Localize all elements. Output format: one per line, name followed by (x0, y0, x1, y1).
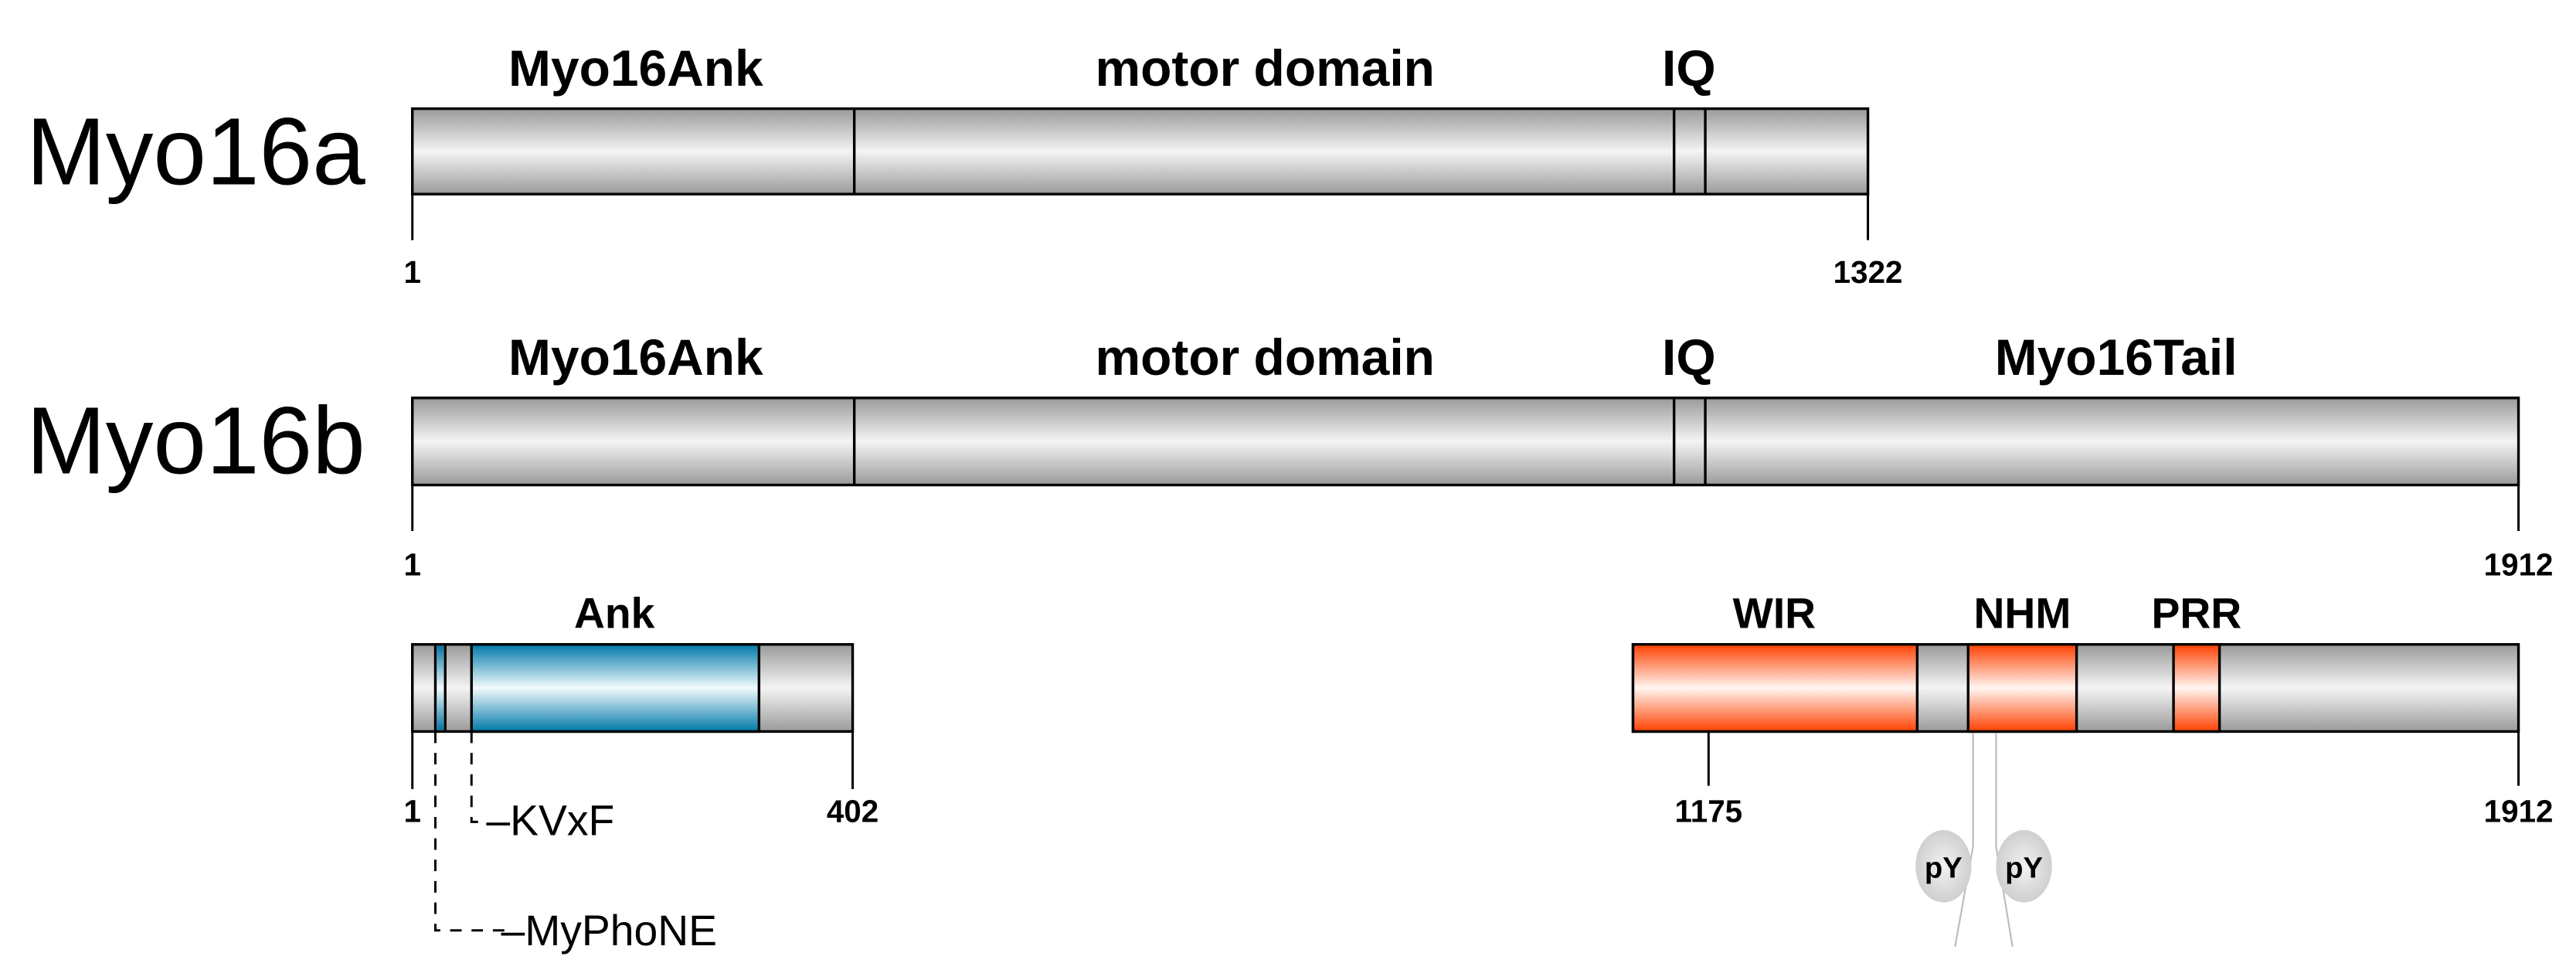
phospho-leader (1954, 733, 1974, 948)
end-label: 1912 (2484, 793, 2554, 829)
wir-segment (1631, 643, 1919, 733)
domain-label: IQ (1662, 39, 1716, 97)
myphone-leader (433, 731, 513, 932)
end-label: 1912 (2484, 546, 2554, 582)
domain-label: motor domain (1096, 39, 1435, 97)
start-label: 1 (403, 793, 420, 829)
domain-label: Myo16Tail (1995, 328, 2238, 386)
phospho-leader (1995, 733, 2014, 948)
myo16a-row: Myo16a Myo16Ank motor domain IQ 1 1322 (26, 39, 1902, 290)
protein-name: Myo16b (26, 388, 365, 495)
end-label: 402 (827, 793, 878, 829)
phospho-label: pY (1925, 852, 1963, 885)
phospho-site (1915, 830, 1972, 903)
region-label: WIR (1733, 589, 1816, 637)
domain-label: motor domain (1096, 328, 1435, 386)
domain-label: Myo16Ank (508, 39, 763, 97)
domain-label: IQ (1662, 328, 1716, 386)
ank-detail: Ank 1 402 –KVxF –MyPhoNE (403, 589, 878, 954)
protein-bar (410, 107, 1870, 196)
phospho-site (1996, 830, 2052, 903)
ank-label: Ank (574, 589, 655, 637)
domain-label: Myo16Ank (508, 328, 763, 386)
prr-segment (2172, 643, 2221, 733)
myphone-label: –MyPhoNE (501, 907, 718, 955)
nhm-segment (1966, 643, 2078, 733)
phospho-label: pY (2005, 852, 2043, 885)
kvxf-leader (470, 731, 480, 823)
start-label: 1175 (1675, 793, 1743, 829)
start-label: 1 (403, 254, 420, 290)
kvxf-label: –KVxF (486, 796, 614, 844)
tail-detail: WIR NHM PRR 1175 1912 pY pY (1631, 589, 2554, 948)
protein-bar (410, 397, 2520, 487)
protein-name: Myo16a (26, 98, 365, 205)
end-label: 1322 (1833, 254, 1903, 290)
myo16b-row: Myo16b Myo16Ank motor domain IQ Myo16Tai… (26, 328, 2553, 582)
region-label: PRR (2151, 589, 2241, 637)
start-label: 1 (403, 546, 420, 582)
region-label: NHM (1974, 589, 2071, 637)
myphone-segment (437, 645, 444, 730)
ank-repeat-segment (470, 643, 761, 733)
